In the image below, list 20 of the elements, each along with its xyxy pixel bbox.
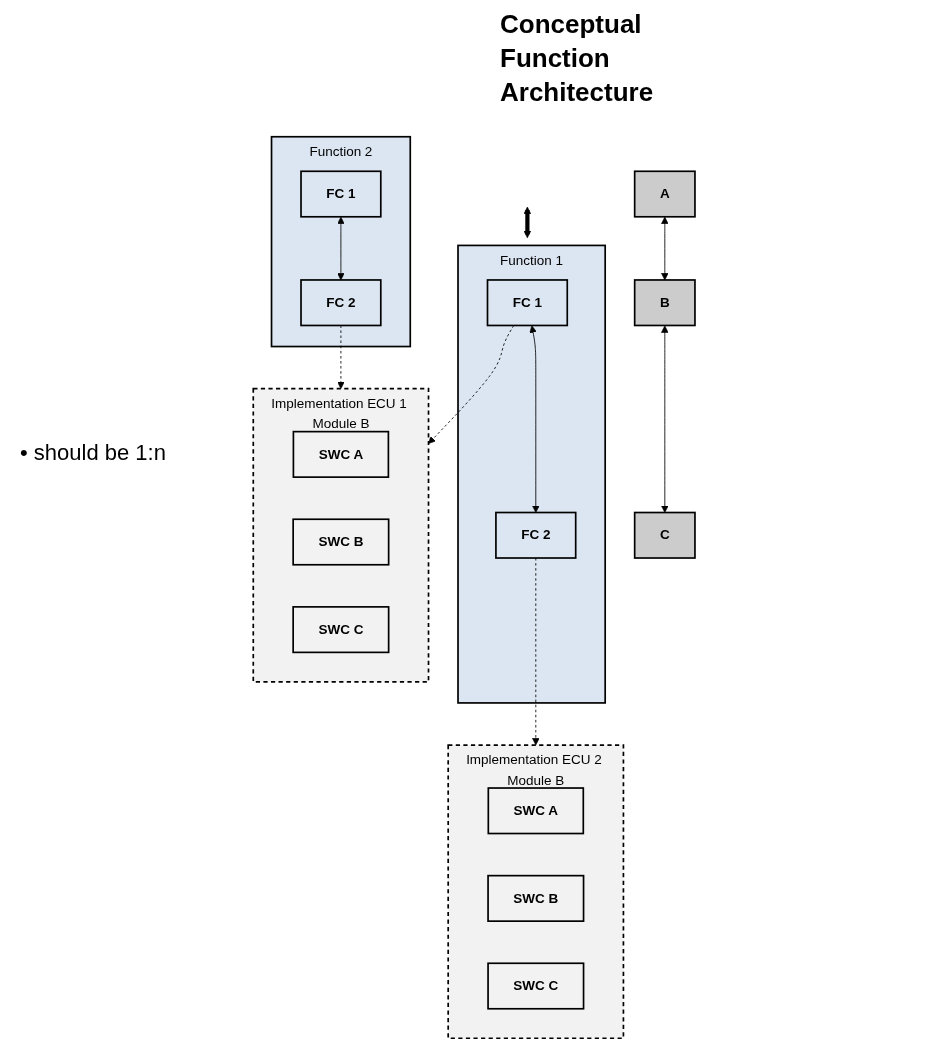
double-arrow (524, 206, 532, 239)
node-box: SWC A (487, 787, 585, 835)
node-box: FC 1 (300, 170, 382, 218)
arrow (337, 216, 345, 281)
node-box: FC 2 (300, 279, 382, 327)
arrow (661, 216, 669, 281)
arrow (661, 325, 669, 513)
node-box: B (634, 279, 697, 327)
node-box: SWC C (292, 606, 390, 654)
arrow (529, 325, 540, 513)
node-box: SWC C (487, 962, 585, 1010)
node-box: SWC B (292, 518, 390, 566)
node-box: A (634, 170, 697, 218)
node-box: FC 1 (487, 279, 569, 327)
node-box: SWC B (487, 874, 585, 922)
node-box: SWC A (292, 430, 390, 478)
diagram-title: Conceptual Function Architecture (500, 8, 655, 109)
node-box: FC 2 (495, 511, 577, 559)
node-box: C (634, 511, 697, 559)
note-text: • should be 1:n (20, 440, 166, 466)
